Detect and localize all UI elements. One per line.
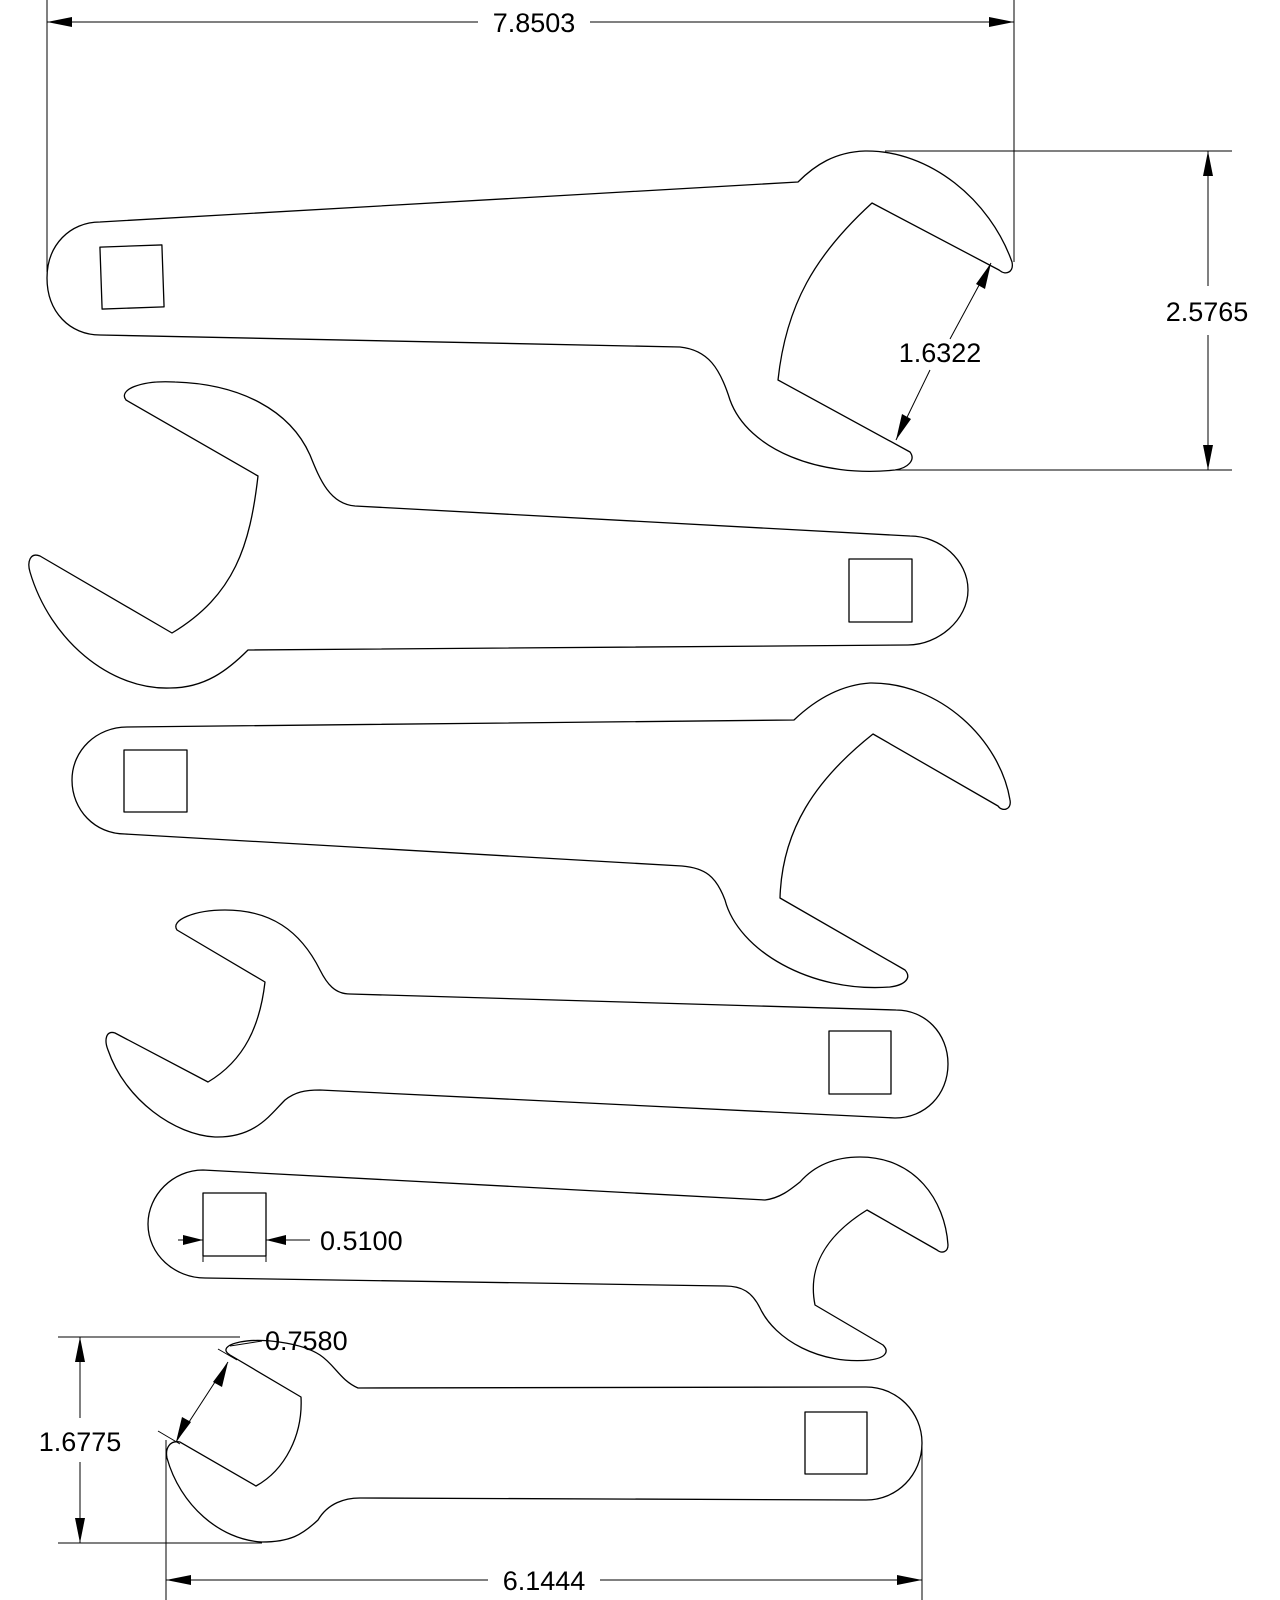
dimension-label: 1.6775 <box>39 1427 122 1457</box>
wrench-1-outline <box>46 150 1013 472</box>
wrench-1 <box>46 150 1013 472</box>
dimension-label: 1.6322 <box>899 338 982 368</box>
wrench-2-square-hole <box>848 558 913 623</box>
arrowhead <box>47 17 72 27</box>
wrench-5-outline <box>147 1156 949 1362</box>
wrench-5-square-hole <box>202 1192 267 1257</box>
wrench-5 <box>147 1156 949 1362</box>
extension-line <box>217 1348 238 1361</box>
dimension-overall-length-large: 7.8503 <box>46 0 1015 272</box>
wrench-3-square-hole <box>123 749 188 813</box>
wrench-6 <box>165 1339 923 1543</box>
wrench-4-outline <box>105 909 949 1138</box>
arrowhead <box>989 17 1014 27</box>
arrowhead <box>183 1235 203 1245</box>
arrowhead <box>1203 445 1213 470</box>
wrench-3-outline <box>71 682 1011 989</box>
wrench-4-square-hole <box>828 1030 892 1095</box>
dimension-label: 6.1444 <box>503 1566 586 1596</box>
wrench-6-square-hole <box>804 1411 868 1475</box>
dimension-jaw-opening-large: 1.6322 <box>895 262 992 441</box>
dimension-square-hole-width: 0.5100 <box>178 1226 403 1262</box>
dimension-label: 0.5100 <box>320 1226 403 1256</box>
arrowhead <box>976 263 991 289</box>
dimension-head-height-small: 1.6775 <box>39 1336 262 1544</box>
arrowhead <box>176 1417 191 1442</box>
dimension-label: 7.8503 <box>493 8 576 38</box>
arrowhead <box>75 1518 85 1543</box>
dimension-head-height-large: 2.5765 <box>885 150 1249 471</box>
wrench-3 <box>71 682 1011 989</box>
arrowhead <box>75 1337 85 1362</box>
arrowhead <box>897 1575 922 1585</box>
dimension-label: 0.7580 <box>265 1326 348 1356</box>
dimension-label: 2.5765 <box>1166 297 1249 327</box>
arrowhead <box>166 1575 191 1585</box>
arrowhead <box>266 1235 286 1245</box>
extension-line <box>157 1430 181 1445</box>
wrench-6-outline <box>165 1339 923 1543</box>
wrench-2 <box>28 381 969 689</box>
wrench-1-square-hole <box>99 244 165 310</box>
extension-line <box>229 1340 263 1347</box>
dimension-overall-length-small: 6.1444 <box>165 1440 923 1600</box>
wrench-4 <box>105 909 949 1138</box>
wrench-2-outline <box>28 381 969 689</box>
arrowhead <box>213 1362 228 1387</box>
dimension-jaw-opening-small: 0.7580 <box>157 1326 348 1445</box>
arrowhead <box>1203 151 1213 176</box>
arrowhead <box>896 414 911 440</box>
